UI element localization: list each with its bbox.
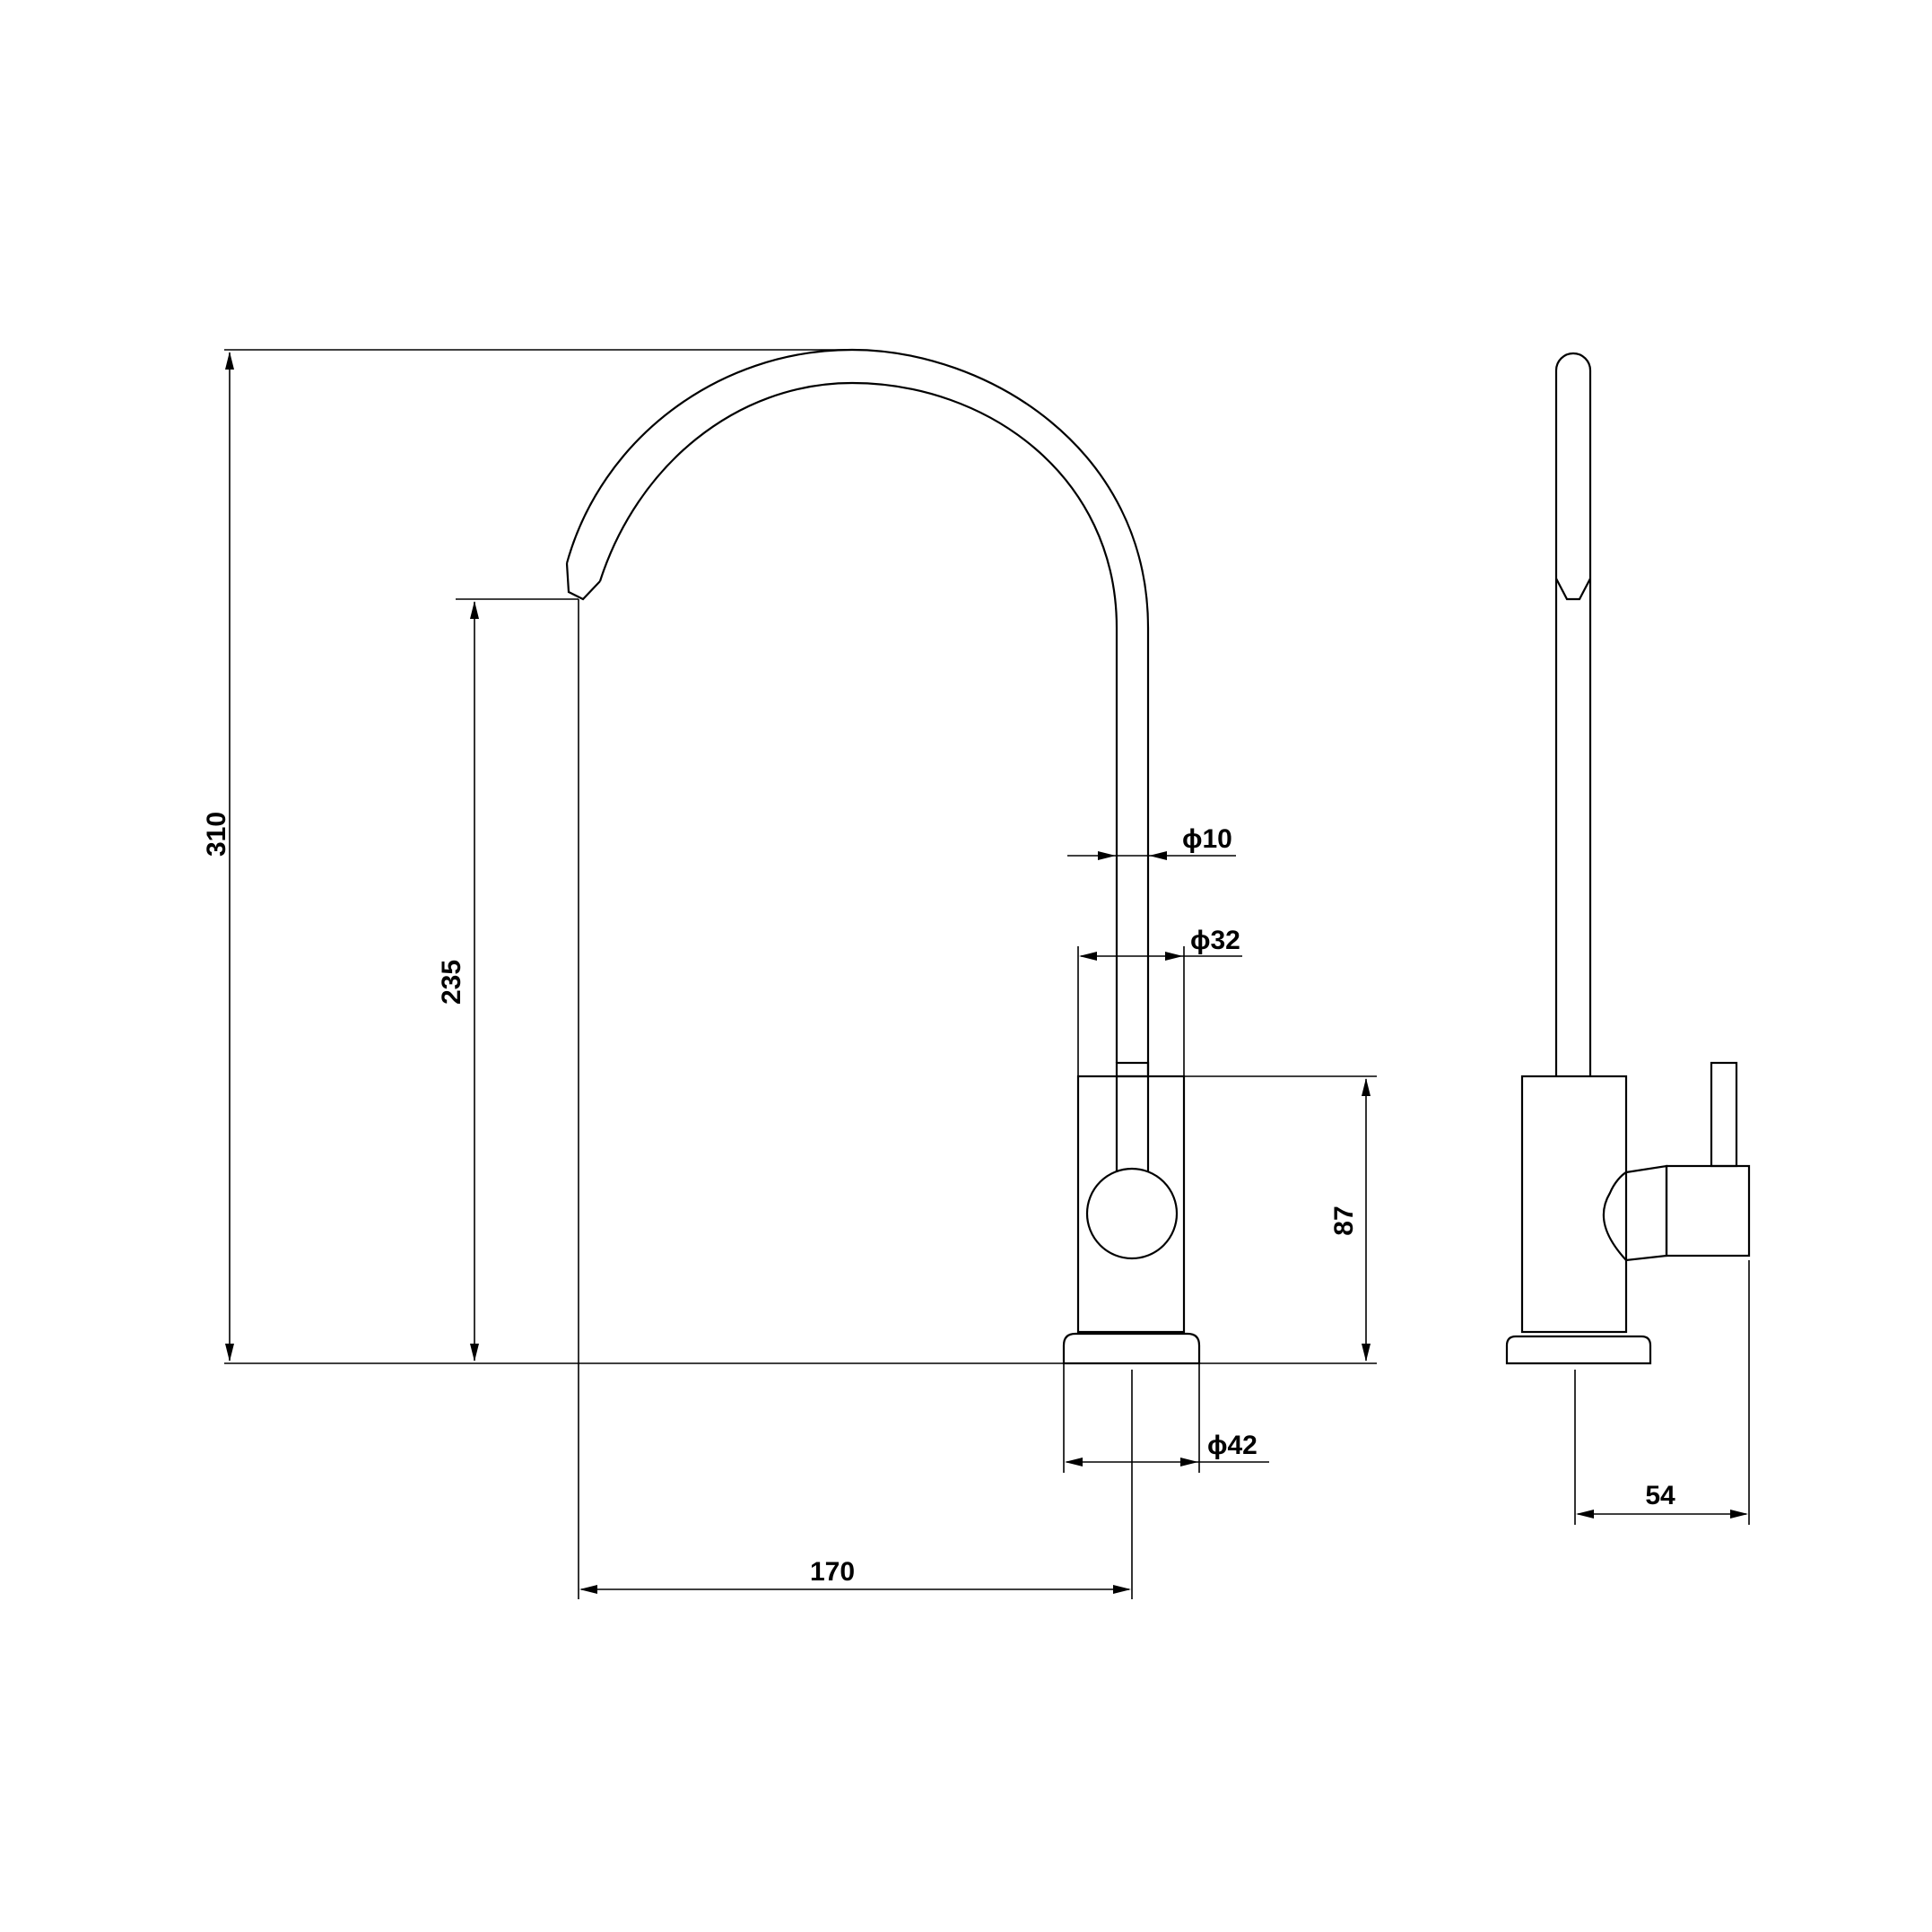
dimension-spout-diameter: ϕ10 (1067, 824, 1236, 860)
faucet-body (1076, 1075, 1186, 1334)
side-handle-lever (1710, 1061, 1738, 1168)
base-plate (1062, 1332, 1201, 1365)
handle-knob (1085, 1167, 1179, 1260)
spout-outer-edge (565, 348, 1150, 629)
front-dimensions: 310 235 87 170 (202, 349, 1377, 1599)
depth-label: 54 (1645, 1481, 1675, 1510)
dimension-depth: 54 (1574, 1260, 1750, 1525)
dimension-total-height: 310 (202, 352, 234, 1362)
dimension-body-height: 87 (1329, 1078, 1371, 1362)
side-view (1505, 352, 1751, 1365)
side-handle-hub (1602, 1164, 1668, 1262)
dimension-spout-reach: 170 (578, 599, 1133, 1599)
side-spout-outlet (1555, 578, 1591, 601)
spout-diameter-label: ϕ10 (1182, 824, 1232, 854)
side-faucet-body (1520, 1075, 1628, 1334)
body-diameter-label: ϕ32 (1190, 926, 1240, 955)
body-height-label: 87 (1329, 1205, 1359, 1235)
spout-outlet-tip (565, 562, 601, 601)
total-height-label: 310 (202, 812, 231, 857)
dimension-body-diameter: ϕ32 (1077, 926, 1242, 1076)
dimension-base-diameter: ϕ42 (1063, 1363, 1269, 1473)
dimension-spout-height: 235 (437, 601, 479, 1362)
front-view (565, 348, 1201, 1365)
spout-inner-edge (598, 381, 1118, 629)
side-spout-pipe (1554, 352, 1592, 1076)
spout-collar (1115, 1061, 1150, 1078)
side-handle-cap (1665, 1164, 1751, 1258)
side-dimensions: 54 (1574, 1260, 1750, 1525)
spout-reach-label: 170 (810, 1557, 855, 1587)
spout-height-label: 235 (437, 960, 466, 1005)
base-diameter-label: ϕ42 (1207, 1431, 1258, 1460)
side-base-plate (1505, 1335, 1652, 1365)
